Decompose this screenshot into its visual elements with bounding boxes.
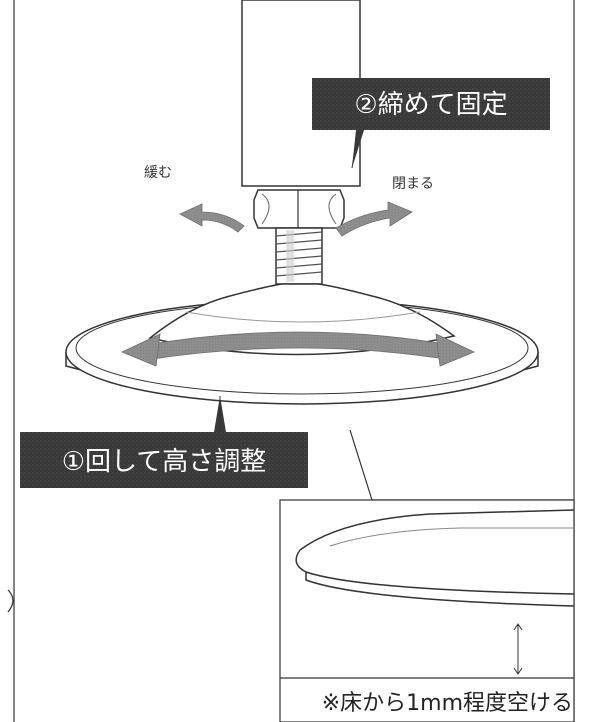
loosen-arrow (179, 203, 245, 233)
callout-adjust: ①回して高さ調整 (20, 396, 308, 488)
detail-inset: ※床から1mm程度空ける (279, 499, 575, 722)
hex-nut (253, 189, 345, 229)
close-label: 閉まる (392, 176, 434, 192)
callout-tighten-label: ②締めて固定 (354, 90, 507, 120)
zoom-lines (349, 429, 574, 501)
callout-tighten: ②締めて固定 (312, 78, 550, 169)
callout-adjust-label: ①回して高さ調整 (62, 447, 267, 477)
close-arrow (335, 201, 413, 237)
loosen-label: 緩む (144, 165, 172, 181)
clearance-note: ※床から1mm程度空ける (322, 691, 573, 716)
threaded-bolt (275, 227, 323, 285)
rotation-arrow (121, 331, 475, 367)
